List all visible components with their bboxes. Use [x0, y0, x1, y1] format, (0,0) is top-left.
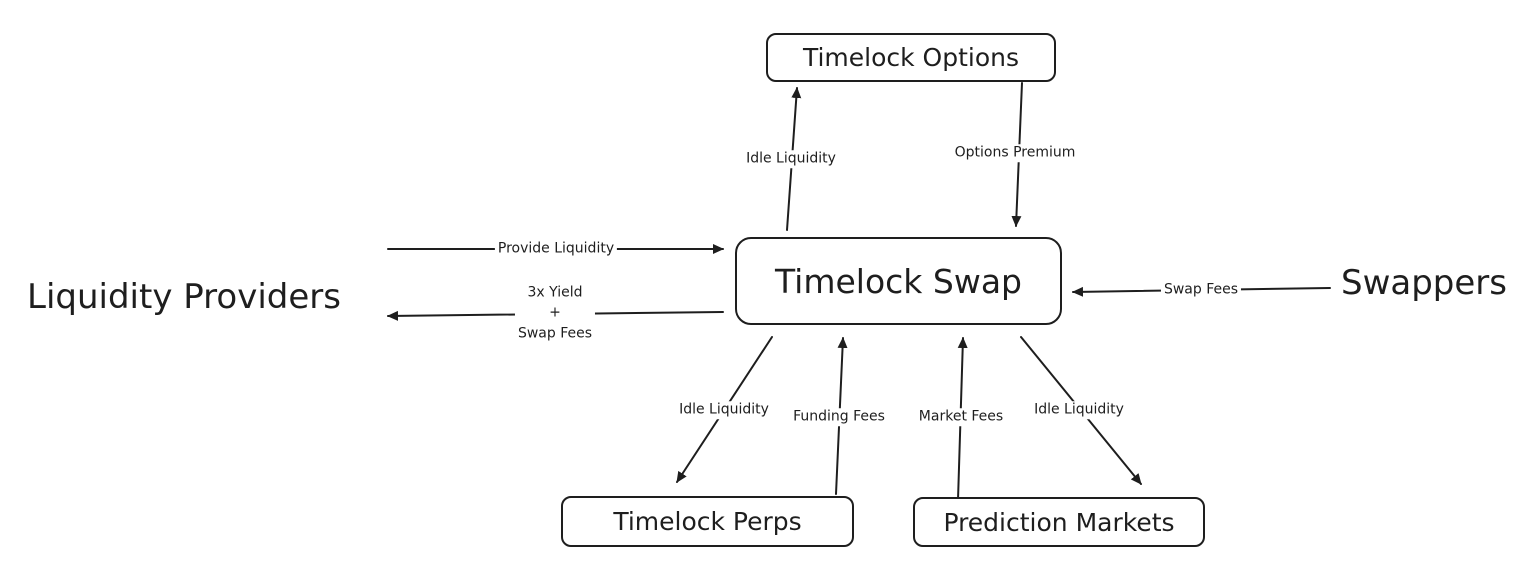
timelock-perps-box: Timelock Perps — [561, 496, 854, 547]
edge-label-idle-liquidity-options: Idle Liquidity — [743, 150, 839, 168]
edge-label-options-premium: Options Premium — [951, 144, 1079, 162]
swappers-label: Swappers — [1341, 263, 1507, 303]
timelock-options-box: Timelock Options — [766, 33, 1056, 82]
edge-label-idle-liquidity-perps: Idle Liquidity — [676, 401, 772, 419]
yield-line-1: 3x Yield — [527, 284, 583, 301]
edge-label-market-fees: Market Fees — [915, 408, 1007, 426]
liquidity-providers-label: Liquidity Providers — [27, 277, 341, 317]
edge-label-idle-liquidity-markets: Idle Liquidity — [1031, 401, 1127, 419]
yield-line-3: Swap Fees — [517, 325, 593, 342]
prediction-markets-label: Prediction Markets — [943, 507, 1175, 537]
timelock-perps-label: Timelock Perps — [613, 507, 802, 536]
timelock-swap-box: Timelock Swap — [735, 237, 1062, 325]
edge-label-yield: 3x Yield + Swap Fees — [514, 282, 596, 344]
timelock-swap-label: Timelock Swap — [775, 261, 1022, 301]
edge-label-funding-fees: Funding Fees — [790, 408, 888, 426]
timelock-options-label: Timelock Options — [802, 43, 1020, 72]
prediction-markets-box: Prediction Markets — [913, 497, 1205, 547]
edge-label-provide-liquidity: Provide Liquidity — [494, 240, 618, 258]
yield-line-2: + — [549, 304, 561, 321]
edge-label-swap-fees: Swap Fees — [1160, 281, 1242, 299]
